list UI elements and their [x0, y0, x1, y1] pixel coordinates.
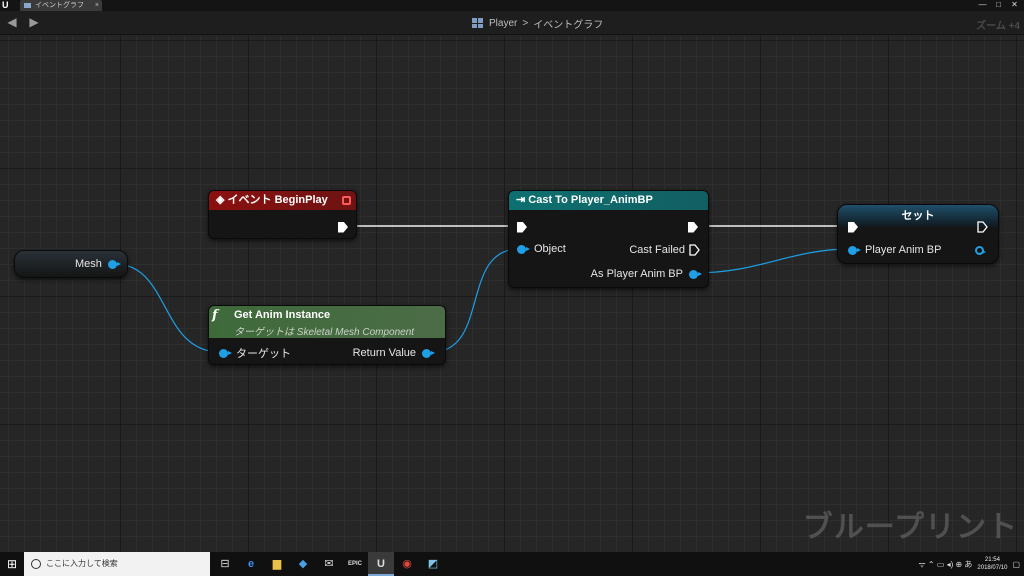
window-controls: — □ ✕ — [977, 0, 1020, 11]
cast-arrow-icon: ⇥ — [516, 194, 526, 206]
windows-taskbar: ⊞ ここに入力して検索 ⊟ e ▆ ◆ ✉ EPIC U ◉ ◩ ᯤ ⌃ ▭ ◂… — [0, 552, 1024, 576]
return-value-label: Return Value — [352, 347, 416, 359]
object-input-row[interactable]: Object — [517, 242, 566, 256]
cast-failed-label: Cast Failed — [629, 244, 685, 256]
search-icon — [31, 559, 41, 569]
tray-icons[interactable]: ᯤ ⌃ ▭ ◂) ⊕ あ — [918, 559, 973, 569]
forward-arrow-icon[interactable]: ▶ — [29, 15, 39, 29]
target-label: ターゲット — [236, 348, 291, 360]
tab-label: イベントグラフ — [35, 2, 84, 9]
exec-output-row[interactable] — [688, 220, 698, 234]
close-window-button[interactable]: ✕ — [1011, 0, 1018, 9]
chrome-icon[interactable]: ◉ — [402, 558, 412, 570]
object-pin-icon[interactable] — [689, 269, 702, 279]
epic-launcher-icon[interactable]: EPIC — [347, 561, 362, 567]
target-input-row[interactable]: ターゲット — [219, 346, 291, 360]
windows-start-icon[interactable]: ⊞ — [6, 557, 18, 571]
as-player-anim-bp-row[interactable]: As Player Anim BP — [590, 267, 702, 281]
graph-toolbar: ◀ ▶ Player > イベントグラフ ズーム +4 — [0, 11, 1024, 35]
object-pin-hollow-icon[interactable] — [975, 245, 986, 255]
exec-output-row[interactable] — [338, 220, 348, 234]
search-placeholder: ここに入力して検索 — [46, 559, 118, 568]
exec-out-hollow-pin-icon[interactable] — [689, 244, 700, 256]
object-pin-icon[interactable] — [848, 245, 861, 255]
event-diamond-icon: ◈ — [216, 194, 225, 206]
set-variable-node[interactable]: セット Player Anim BP — [837, 204, 999, 264]
breadcrumb-leaf: イベントグラフ — [533, 19, 604, 31]
get-anim-instance-node[interactable]: f Get Anim Instance ターゲットは Skeletal Mesh… — [208, 305, 446, 365]
object-pin-icon[interactable] — [219, 348, 232, 358]
function-icon: f — [212, 308, 218, 323]
zoom-level: ズーム +4 — [976, 21, 1020, 32]
taskbar-apps: ⊟ e ▆ ◆ ✉ EPIC U ◉ ◩ — [212, 552, 446, 576]
player-anim-bp-input-row[interactable]: Player Anim BP — [848, 243, 941, 257]
cast-failed-row[interactable]: Cast Failed — [629, 243, 700, 257]
mail-icon[interactable]: ✉ — [324, 558, 334, 570]
exec-input-row[interactable] — [848, 220, 858, 234]
chevron-right-icon: > — [522, 17, 529, 29]
unreal-editor-icon[interactable]: U — [368, 552, 394, 576]
unreal-logo-icon: U — [2, 0, 9, 10]
exec-in-pin-icon[interactable] — [517, 221, 527, 233]
clock-date: 2018/07/10 — [977, 565, 1008, 571]
return-value-row[interactable]: Return Value — [352, 346, 435, 360]
node-header: ◈ イベント BeginPlay — [209, 191, 356, 210]
notification-icon[interactable]: ▢ — [1012, 559, 1020, 569]
node-header: ⇥ Cast To Player_AnimBP — [509, 191, 708, 210]
exec-out-pin-icon[interactable] — [688, 221, 698, 233]
event-beginplay-node[interactable]: ◈ イベント BeginPlay — [208, 190, 357, 239]
mesh-variable-node[interactable]: Mesh — [14, 250, 128, 278]
system-tray: ᯤ ⌃ ▭ ◂) ⊕ あ 21:54 2018/07/10 ▢ — [918, 552, 1020, 576]
exec-in-pin-icon[interactable] — [848, 221, 858, 233]
node-subtitle: ターゲットは Skeletal Mesh Component — [234, 327, 415, 338]
app-icon[interactable]: ◩ — [427, 558, 439, 570]
blueprint-grid-icon — [472, 18, 484, 28]
clock[interactable]: 21:54 2018/07/10 — [977, 556, 1007, 572]
minimize-button[interactable]: — — [978, 0, 987, 9]
node-title: Cast To Player_AnimBP — [528, 194, 653, 206]
mesh-label: Mesh — [75, 258, 102, 270]
mesh-output-pin-row[interactable]: Mesh — [75, 257, 121, 271]
exec-input-row[interactable] — [517, 220, 527, 234]
exec-output-row[interactable] — [977, 220, 988, 234]
clock-time: 21:54 — [984, 557, 1000, 563]
object-pin-icon[interactable] — [422, 348, 435, 358]
cast-to-player-animbp-node[interactable]: ⇥ Cast To Player_AnimBP Object Cast Fail… — [508, 190, 709, 288]
task-view-icon[interactable]: ⊟ — [220, 558, 230, 570]
breadcrumb-root[interactable]: Player — [489, 17, 518, 29]
maximize-button[interactable]: □ — [996, 0, 1001, 9]
object-label: Object — [534, 243, 566, 255]
object-pin-icon[interactable] — [107, 259, 121, 269]
store-icon[interactable]: ◆ — [298, 558, 308, 570]
file-explorer-icon[interactable]: ▆ — [272, 558, 282, 570]
delegate-pin-icon[interactable] — [342, 196, 351, 205]
close-icon[interactable]: × — [94, 2, 99, 9]
tab-event-graph[interactable]: イベントグラフ × — [20, 0, 102, 11]
graph-tab-icon — [24, 3, 31, 8]
player-anim-bp-output-row[interactable] — [975, 243, 986, 257]
as-player-anim-bp-label: As Player Anim BP — [590, 268, 683, 280]
node-header: f Get Anim Instance ターゲットは Skeletal Mesh… — [209, 306, 445, 338]
taskbar-search-input[interactable]: ここに入力して検索 — [24, 552, 210, 576]
player-anim-bp-label: Player Anim BP — [865, 244, 942, 256]
graph-canvas[interactable]: ブループリント — [0, 36, 1024, 552]
title-bar: U イベントグラフ × — □ ✕ — [0, 0, 1024, 11]
node-title: イベント BeginPlay — [227, 194, 328, 206]
node-header: セット — [838, 205, 998, 227]
node-title: Get Anim Instance — [234, 309, 331, 321]
object-pin-icon[interactable] — [517, 244, 530, 254]
back-arrow-icon[interactable]: ◀ — [7, 15, 17, 29]
edge-icon[interactable]: e — [247, 558, 255, 570]
blueprint-watermark: ブループリント — [802, 511, 1018, 544]
exec-out-pin-icon[interactable] — [338, 221, 348, 233]
exec-out-hollow-pin-icon[interactable] — [977, 221, 988, 233]
breadcrumb: Player > イベントグラフ — [472, 16, 604, 31]
